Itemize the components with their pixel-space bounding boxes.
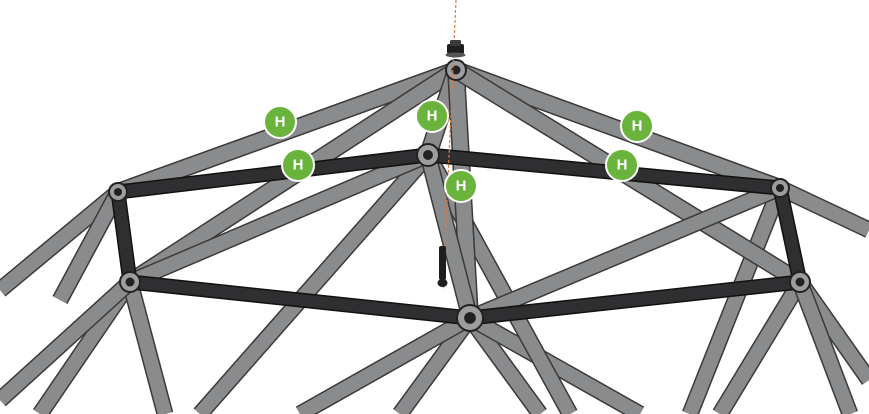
hardware-badge-letter: H <box>456 178 467 195</box>
side-strut-mid <box>419 152 479 321</box>
dashed-guide-line <box>442 0 457 291</box>
black-tube-4 <box>129 274 471 326</box>
apex-spoke-4 <box>452 61 784 197</box>
lower-strut-7 <box>465 310 645 414</box>
hardware-badges: H H H H H H <box>263 99 654 203</box>
black-ring-struts <box>110 147 808 326</box>
hub-4 <box>456 304 484 332</box>
hub-1 <box>108 182 128 202</box>
lower-strut-13 <box>682 184 788 414</box>
lower-strut-2 <box>0 185 124 297</box>
lower-strut-3 <box>52 187 126 305</box>
hardware-badge-4: H <box>444 169 478 203</box>
black-tube-0 <box>117 147 429 200</box>
bolt-icon <box>437 246 448 287</box>
connector-hubs <box>108 59 811 332</box>
lower-grey-struts <box>0 149 869 414</box>
hardware-badge-letter: H <box>617 157 628 174</box>
hub-3 <box>416 143 440 167</box>
hub-5 <box>770 178 790 198</box>
hardware-badge-3: H <box>281 148 315 182</box>
black-tube-3 <box>772 186 808 284</box>
hardware-badge-2: H <box>415 99 449 133</box>
black-tube-2 <box>110 191 138 283</box>
hardware-badge-letter: H <box>632 118 643 135</box>
lower-strut-6 <box>295 310 475 414</box>
hardware-badge-1: H <box>263 105 297 139</box>
hardware-badge-letter: H <box>293 157 304 174</box>
hardware-badge-6: H <box>605 148 639 182</box>
lower-strut-12 <box>776 180 869 238</box>
lower-strut-15 <box>0 275 136 407</box>
black-tube-5 <box>469 274 801 326</box>
hub-0 <box>445 59 467 81</box>
hardware-badge-letter: H <box>427 108 438 125</box>
hardware-badge-5: H <box>620 109 654 143</box>
hardware-badge-letter: H <box>275 114 286 131</box>
hub-6 <box>789 271 811 293</box>
lower-strut-14 <box>792 278 858 414</box>
lower-strut-10 <box>712 277 808 414</box>
lower-strut-8 <box>193 149 435 414</box>
lower-strut-1 <box>121 279 174 414</box>
cap-nut-icon <box>445 40 466 58</box>
black-tube-1 <box>427 147 781 196</box>
side-strut-right <box>466 180 784 326</box>
hub-2 <box>119 271 141 293</box>
side-strut-left <box>126 147 432 290</box>
